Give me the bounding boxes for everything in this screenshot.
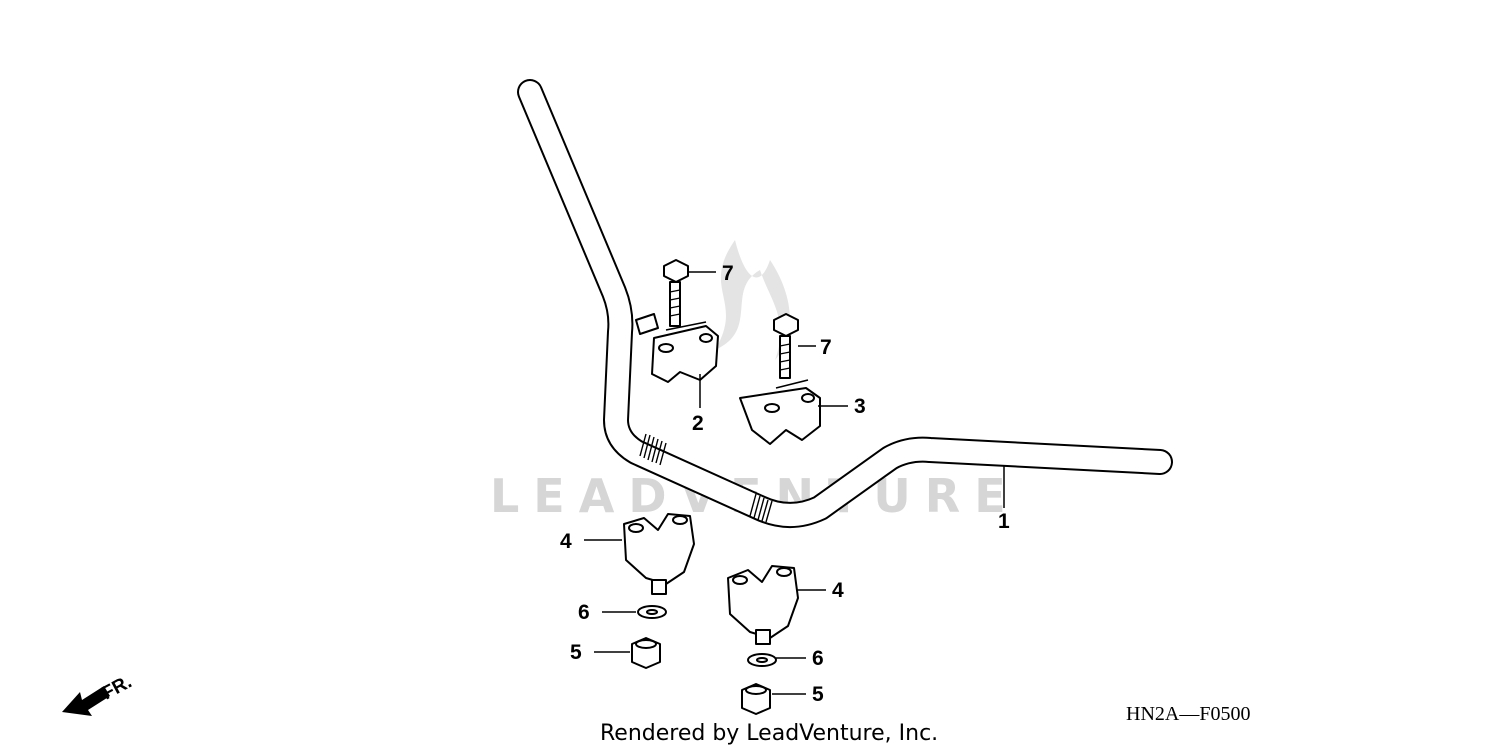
- washer-left: [637, 605, 667, 619]
- callout-1: 1: [998, 510, 1010, 533]
- callout-4-right: 4: [832, 579, 844, 602]
- lower-holder-right: [727, 565, 799, 645]
- callout-6-right: 6: [812, 647, 824, 670]
- callout-5-left: 5: [570, 641, 582, 664]
- render-credit: Rendered by LeadVenture, Inc.: [600, 721, 938, 746]
- callout-5-right: 5: [812, 683, 824, 706]
- nut-left: [631, 637, 661, 669]
- knurl-band-left: [639, 433, 667, 466]
- callout-6-left: 6: [578, 601, 590, 624]
- front-direction-arrow-icon: [62, 686, 110, 716]
- leader-lines: [584, 271, 1005, 695]
- nut-right: [741, 683, 771, 715]
- callout-4-left: 4: [560, 530, 572, 553]
- lower-holder-left: [623, 513, 695, 595]
- bolt-left: [663, 259, 689, 327]
- diagram-code: HN2A—F0500: [1126, 703, 1250, 725]
- callout-7-left: 7: [722, 262, 734, 285]
- upper-holder-left: [651, 321, 719, 383]
- upper-holder-right: [739, 379, 821, 445]
- callout-3: 3: [854, 395, 866, 418]
- bolt-right: [773, 313, 799, 379]
- knurl-band-right: [749, 493, 773, 523]
- callout-7-right: 7: [820, 336, 832, 359]
- washer-right: [747, 653, 777, 667]
- watermark-logo: [715, 240, 790, 360]
- handlebar: [517, 79, 1173, 528]
- callout-2: 2: [692, 412, 704, 435]
